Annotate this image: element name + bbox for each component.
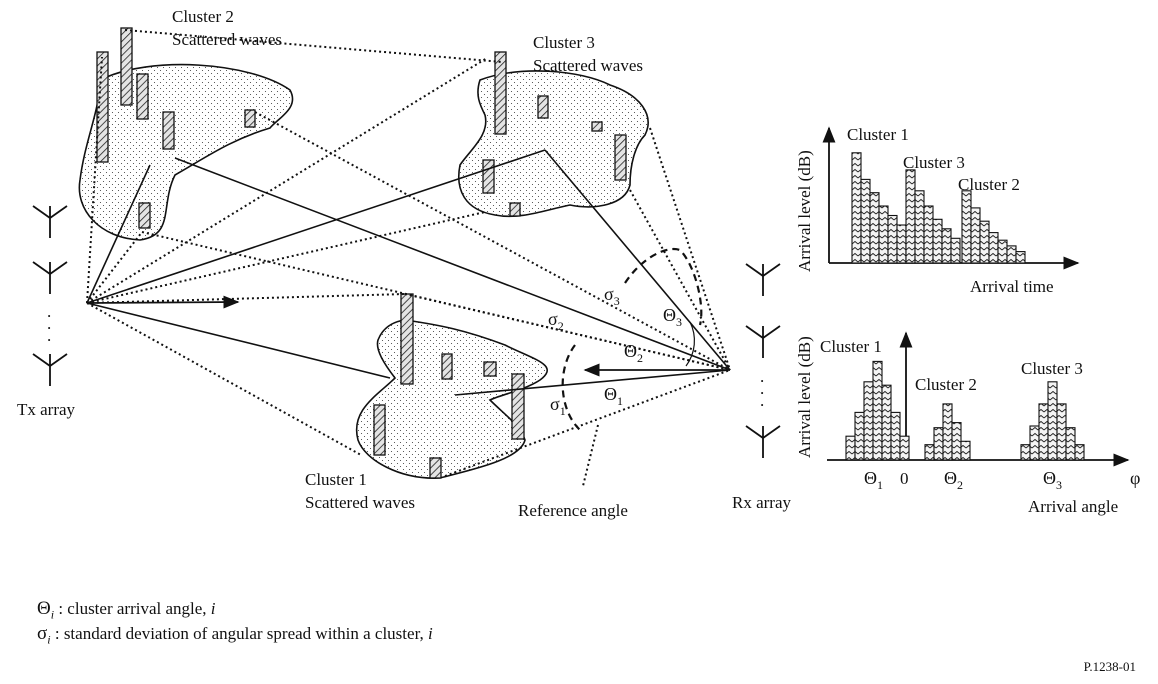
theta-3-label: Θ3 <box>663 305 682 329</box>
sigma-3-label: σ3 <box>604 284 620 308</box>
figure-id: P.1238-01 <box>1083 659 1136 674</box>
time-bar-1-5 <box>887 214 898 264</box>
legend-sigma-symbol: σ <box>37 623 48 644</box>
legend-sigma-var: i <box>428 624 433 643</box>
legend-theta-sub: i <box>50 607 55 622</box>
angle-bar-2-1 <box>924 444 935 461</box>
sigma-2-label: σ2 <box>548 309 564 333</box>
angle-chart-cluster1-label: Cluster 1 <box>820 337 882 356</box>
cluster-2-caption: Scattered waves <box>172 30 282 49</box>
angle-bar-1-7 <box>899 435 910 461</box>
cluster-1-caption: Scattered waves <box>305 493 415 512</box>
time-bar-2-4 <box>932 218 943 264</box>
time-bar-1-3 <box>869 192 880 264</box>
time-chart-bars <box>851 152 1026 264</box>
time-bar-1-2 <box>860 178 871 264</box>
time-bar-3-7 <box>1015 251 1026 264</box>
rx-ellipsis-3: . <box>760 391 764 410</box>
time-bar-1-6 <box>896 224 907 264</box>
angle-chart-bars <box>845 360 1085 461</box>
dotted-paths <box>86 29 731 487</box>
angle-bar-3-2 <box>1029 425 1040 461</box>
rx-antennas <box>745 263 781 458</box>
time-bar-2-1 <box>905 169 916 264</box>
time-bar-1-4 <box>878 205 889 264</box>
legend-theta-symbol: Θ <box>37 598 51 619</box>
scatterers <box>96 27 627 479</box>
angle-axis-symbol: φ <box>1130 468 1140 488</box>
sigma-3-arc <box>624 247 703 326</box>
theta-arc <box>685 321 696 367</box>
angle-chart-cluster3-label: Cluster 3 <box>1021 359 1083 378</box>
angle-chart-xlabel: Arrival angle <box>1028 497 1118 516</box>
angle-bar-1-1 <box>845 435 856 461</box>
reference-angle-label: Reference angle <box>518 501 628 520</box>
angle-chart-ylabel: Arrival level (dB) <box>795 336 814 458</box>
angle-bar-1-6 <box>890 411 901 461</box>
angle-bar-2-5 <box>960 440 971 461</box>
time-bar-2-2 <box>914 190 925 264</box>
angle-tick-theta2: Θ2 <box>944 468 963 492</box>
cluster-2-region <box>78 63 294 241</box>
legend-theta-text: : cluster arrival angle, <box>54 599 211 618</box>
legend-sigma-sub: i <box>47 632 51 647</box>
time-bar-3-6 <box>1006 245 1017 264</box>
tx-ellipsis-3: . <box>47 326 51 345</box>
time-bar-2-3 <box>923 205 934 264</box>
time-chart-cluster1-label: Cluster 1 <box>847 125 909 144</box>
tx-ellipsis-2: . <box>47 314 51 333</box>
angle-tick-zero: 0 <box>900 469 909 488</box>
rx-ellipsis-1: . <box>760 367 764 386</box>
angle-chart: Arrival level (dB) Cluster 1 Cluster 2 C… <box>795 331 1140 516</box>
theta-1-label: Θ1 <box>604 384 623 408</box>
solid-rays <box>86 149 731 396</box>
tx-direction-arrow <box>86 295 240 309</box>
time-chart: Arrival level (dB) Arrival time Cluster … <box>795 125 1080 296</box>
cluster-3-name: Cluster 3 <box>533 33 595 52</box>
time-bar-1-1 <box>851 152 862 264</box>
angle-bar-3-6 <box>1065 427 1076 461</box>
angle-bar-3-1 <box>1020 444 1031 461</box>
time-chart-cluster3-label: Cluster 3 <box>903 153 965 172</box>
time-bar-3-1 <box>961 190 972 264</box>
angle-bar-2-3 <box>942 403 953 461</box>
time-bar-3-2 <box>970 207 981 264</box>
rx-array-label: Rx array <box>732 493 792 512</box>
angle-bar-2-2 <box>933 427 944 461</box>
time-bar-3-5 <box>997 239 1008 264</box>
time-chart-cluster2-label: Cluster 2 <box>958 175 1020 194</box>
legend-theta-var: i <box>210 599 216 618</box>
tx-antennas <box>32 205 68 386</box>
time-bar-2-5 <box>941 228 952 264</box>
time-chart-ylabel: Arrival level (dB) <box>795 150 814 272</box>
angle-bar-1-5 <box>881 384 892 461</box>
rx-ellipsis-2: . <box>760 379 764 398</box>
angle-bar-1-4 <box>872 360 883 461</box>
time-chart-xlabel: Arrival time <box>970 277 1054 296</box>
cluster-2-name: Cluster 2 <box>172 7 234 26</box>
angle-bar-1-3 <box>863 381 874 461</box>
sigma-1-label: σ1 <box>550 394 566 418</box>
tx-array-label: Tx array <box>17 400 76 419</box>
legend-theta: Θi : cluster arrival angle, i <box>37 598 216 625</box>
tx-ellipsis-1: . <box>47 302 51 321</box>
angle-bar-3-4 <box>1047 381 1058 461</box>
time-bar-3-4 <box>988 232 999 264</box>
angle-bar-3-3 <box>1038 403 1049 461</box>
time-bar-2-6 <box>950 237 961 264</box>
cluster-1-name: Cluster 1 <box>305 470 367 489</box>
angle-tick-theta3: Θ3 <box>1043 468 1062 492</box>
theta-2-label: Θ2 <box>624 341 643 365</box>
angle-bar-2-4 <box>951 422 962 461</box>
legend-sigma-text: : standard deviation of angular spread w… <box>50 624 429 643</box>
angle-chart-cluster2-label: Cluster 2 <box>915 375 977 394</box>
legend-sigma: σi : standard deviation of angular sprea… <box>37 623 433 650</box>
time-bar-3-3 <box>979 220 990 264</box>
angle-bar-1-2 <box>854 411 865 461</box>
angle-tick-theta1: Θ1 <box>864 468 883 492</box>
angle-bar-3-7 <box>1074 444 1085 461</box>
cluster-3-caption: Scattered waves <box>533 56 643 75</box>
angle-bar-3-5 <box>1056 403 1067 461</box>
